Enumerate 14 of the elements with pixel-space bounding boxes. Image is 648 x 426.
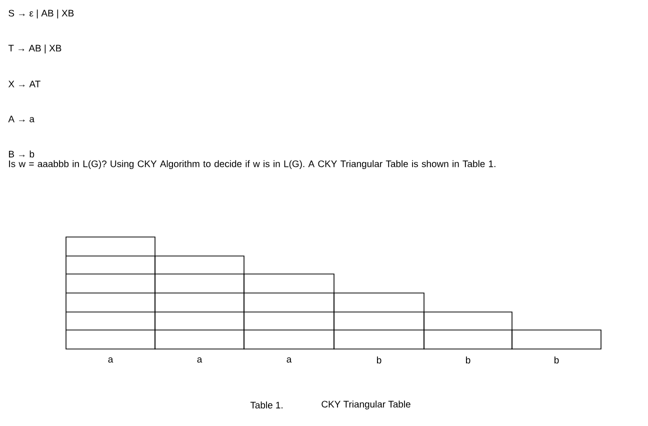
input-symbol: a — [286, 357, 292, 363]
grammar-rule: T → AB | XB — [8, 44, 62, 54]
table-number: Table 1. — [250, 402, 282, 408]
grammar-rule: S → ε | AB | XB — [8, 10, 74, 18]
input-symbol: a — [197, 357, 202, 363]
grammar-rule: X → AT — [8, 80, 40, 88]
grammar-rule: B → b — [8, 150, 34, 158]
input-symbol: a — [108, 357, 114, 363]
input-symbol: b — [554, 356, 559, 364]
grammar-rule: A → a — [8, 116, 34, 122]
question-text: Is w = aaabbb in L(G)? Using CKY Algorithm to decide if w is in L(G). A CKY Triangular Table is shown in Table 1. — [9, 160, 496, 170]
input-symbol: b — [376, 356, 382, 364]
table-caption: CKY Triangular Table — [322, 400, 410, 410]
input-symbol: b — [466, 356, 470, 364]
